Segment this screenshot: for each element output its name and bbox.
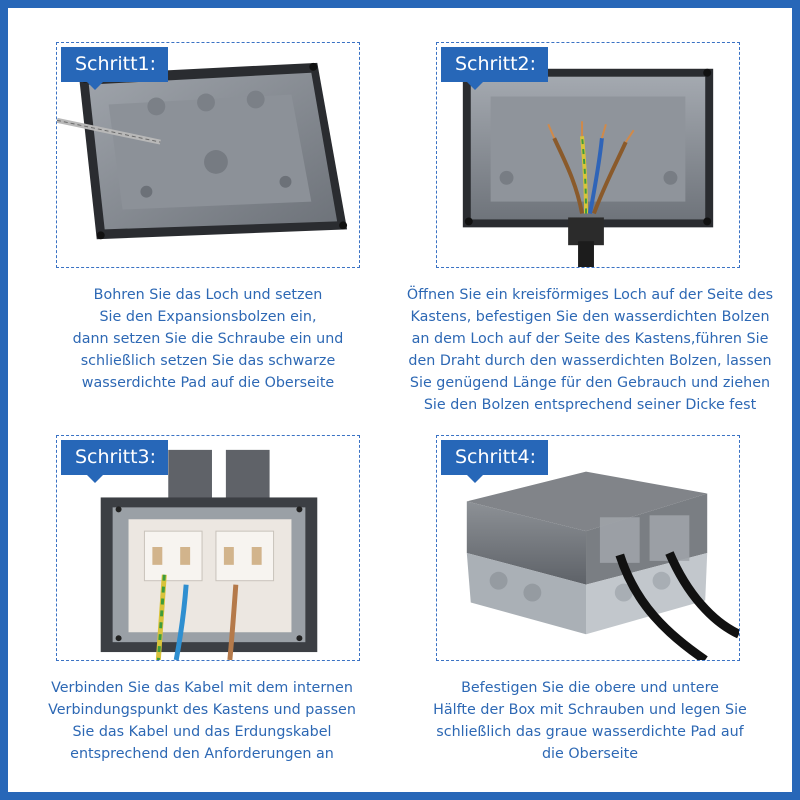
step-1-caption: Bohren Sie das Loch und setzen Sie den E… [18,284,398,394]
caption-line: schließlich setzen Sie das schwarze [80,353,336,369]
caption-line: Befestigen Sie die obere und untere [461,680,719,696]
caption-line: Sie den Expansionsbolzen ein, [99,309,317,325]
caption-line: Verbinden Sie das Kabel mit dem internen [51,680,353,696]
caption-line: wasserdichte Pad auf die Oberseite [81,375,335,391]
caption-line: Verbindungspunkt des Kastens und passen [48,702,356,718]
caption-line: die Oberseite [541,746,638,762]
caption-line: dann setzen Sie die Schraube ein und [72,331,344,347]
step-4-caption: Befestigen Sie die obere und untere Hälf… [400,677,780,765]
step-3-panel: Schritt3: [56,435,360,661]
caption-line: entsprechend den Anforderungen an [70,746,334,762]
caption-line: Hälfte der Box mit Schrauben und legen S… [433,702,747,718]
caption-line: an dem Loch auf der Seite des Kastens,fü… [411,331,769,347]
step-1-photo-drilling-box [57,43,359,267]
step-2-badge: Schritt2: [441,47,549,90]
step-1-panel: Schritt1: [56,42,360,268]
caption-line: Sie genügend Länge für den Gebrauch und … [409,375,771,391]
step-3-caption: Verbinden Sie das Kabel mit dem internen… [12,677,392,765]
caption-line: Bohren Sie das Loch und setzen [93,287,323,303]
caption-line: Sie das Kabel und das Erdungskabel [72,724,332,740]
step-3-badge: Schritt3: [61,440,169,483]
step-1-badge: Schritt1: [61,47,169,90]
step-2-photo-cable-gland [437,43,739,267]
caption-line: den Draht durch den wasserdichten Bolzen… [408,353,772,369]
caption-line: Öffnen Sie ein kreisförmiges Loch auf de… [406,287,774,303]
caption-line: Sie den Bolzen entsprechend seiner Dicke… [423,397,757,413]
step-2-panel: Schritt2: [436,42,740,268]
caption-line: schließlich das graue wasserdichte Pad a… [436,724,744,740]
step-2-caption: Öffnen Sie ein kreisförmiges Loch auf de… [400,284,780,416]
caption-line: Kastens, befestigen Sie den wasserdichte… [410,309,770,325]
step-4-badge: Schritt4: [441,440,549,483]
step-4-panel: Schritt4: [436,435,740,661]
